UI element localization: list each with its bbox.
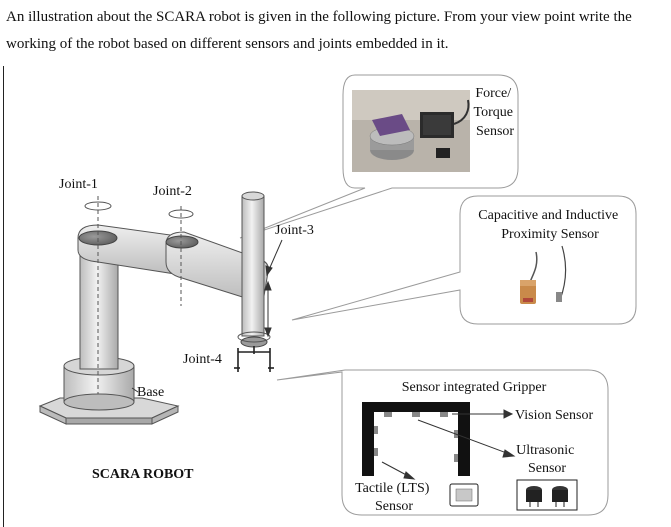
- ultrasonic-label-1: Ultrasonic: [516, 443, 574, 458]
- joint-2-label: Joint-2: [153, 184, 192, 199]
- svg-text:Tactile (LTS) Sensor: Tactile (LTS) Sensor: [355, 481, 433, 514]
- quill-shaft: [241, 195, 265, 337]
- proximity-callout: Capacitive and Inductive Proximity Senso…: [291, 195, 637, 325]
- base-label: Base: [137, 385, 164, 400]
- tactile-label-1: Tactile (LTS): [355, 481, 430, 496]
- force-torque-callout: Force/ Torque Sensor: [239, 74, 519, 239]
- column: [79, 244, 119, 370]
- question-line-1: An illustration about the SCARA robot is…: [6, 9, 632, 25]
- proximity-label-1: Capacitive and Inductive: [478, 208, 618, 223]
- tactile-sensor-icon: [449, 483, 479, 507]
- force-torque-sensor-photo: [352, 90, 470, 172]
- joint-2-disc: [165, 235, 199, 249]
- left-border: [3, 66, 4, 527]
- vision-sensor-label: Vision Sensor: [515, 408, 593, 423]
- joint-axes: [97, 196, 182, 394]
- svg-text:Ultrasonic Sensor: Ultrasonic Sensor: [516, 443, 578, 476]
- robot-caption: SCARA ROBOT: [92, 467, 194, 482]
- gripper-callout: Sensor integrated Gripper Vision Sensor …: [276, 369, 609, 516]
- small-gripper: [234, 346, 274, 372]
- question-text: An illustration about the SCARA robot is…: [6, 4, 666, 58]
- question-line-2: working of the robot based on different …: [6, 36, 449, 52]
- joint-3-arrow: [264, 239, 283, 338]
- ultrasonic-label-2: Sensor: [528, 461, 566, 476]
- force-torque-label-2: Torque: [474, 105, 513, 120]
- force-torque-label-1: Force/: [475, 86, 511, 101]
- joint-1-label: Joint-1: [59, 177, 98, 192]
- force-torque-label-3: Sensor: [476, 124, 514, 139]
- ultrasonic-sensor-icon: [516, 479, 578, 511]
- proximity-sensor-photo: [520, 245, 567, 304]
- proximity-label-2: Proximity Sensor: [501, 227, 599, 242]
- scara-robot: [38, 191, 283, 425]
- svg-text:Capacitive and Inductive: Capacitive and Inductive Proximity Senso…: [478, 208, 621, 242]
- joint-3-label: Joint-3: [275, 223, 314, 238]
- gripper-drawing: [362, 402, 470, 476]
- tactile-label-2: Sensor: [375, 499, 413, 514]
- svg-text:Force/ Torque Sens: Force/ Torque Sensor: [474, 86, 517, 139]
- gripper-title: Sensor integrated Gripper: [402, 380, 547, 395]
- rotation-arrows: [84, 201, 271, 343]
- joint-4-label: Joint-4: [183, 352, 222, 367]
- gripper-pointers: [381, 409, 516, 480]
